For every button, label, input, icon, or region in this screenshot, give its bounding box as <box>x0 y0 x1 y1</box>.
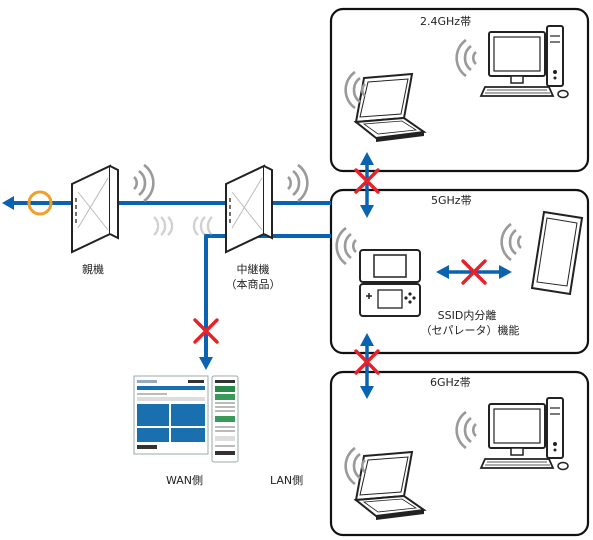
game-console-icon <box>359 249 421 317</box>
band-5-label: 5GHz帯 <box>431 194 472 207</box>
wan-port-ring <box>27 190 53 216</box>
wan-label: WAN側 <box>166 474 203 487</box>
desktop-pc-6g-icon <box>480 397 569 471</box>
desktop-pc-icon <box>480 25 569 99</box>
band-6-label: 6GHz帯 <box>430 376 471 389</box>
repeater-router-icon <box>225 165 273 253</box>
box-link-arrow-bottom <box>360 333 374 399</box>
box-link-arrow-top <box>360 152 374 218</box>
tablet-icon <box>530 210 584 296</box>
wireless-link-icon <box>153 216 213 236</box>
settings-screen-mobile-icon <box>211 375 239 463</box>
settings-screen-pc-icon <box>133 375 209 455</box>
repeater-router-wifi-icon <box>286 163 309 203</box>
parent-router-wifi-icon <box>132 163 155 203</box>
parent-router-icon <box>71 165 119 253</box>
repeater-label-line1: 中継機 <box>237 262 270 276</box>
lan-label: LAN側 <box>270 474 303 487</box>
band-24-label: 2.4GHz帯 <box>420 15 471 28</box>
repeater-label-line2: （本商品） <box>226 277 281 291</box>
wired-links <box>2 196 331 370</box>
ssid-label-line1: SSID内分離 <box>438 308 497 322</box>
ssid-label-line2: （セパレータ）機能 <box>421 323 520 337</box>
parent-label: 親機 <box>82 262 104 276</box>
